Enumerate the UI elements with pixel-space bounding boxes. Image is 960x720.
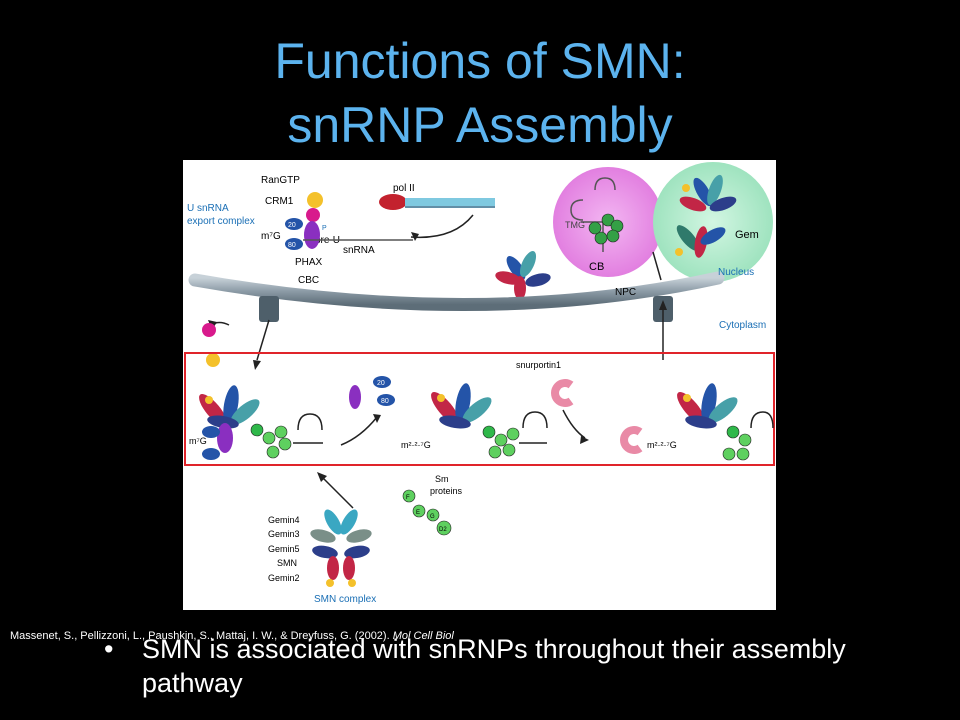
rangtp-protein [307,192,323,208]
label-cb: CB [589,261,604,273]
label-gemin5: Gemin5 [268,544,300,554]
released-cbp20 [373,376,391,388]
cbp20-label: 20 [288,222,296,229]
label-sm-2: proteins [430,486,463,496]
assembly-highlight-box [184,352,775,466]
label-gemin3: Gemin3 [268,529,300,539]
sm-letter-e: E [416,510,420,516]
label-gem: Gem [735,229,759,241]
label-smn: SMN [277,558,297,568]
crm1-protein [306,208,320,222]
nuclear-envelope [188,271,725,311]
slide-title-line2: snRNP Assembly [287,97,673,153]
cbp80-protein [285,238,303,250]
stage2-complex [431,383,548,459]
released-crm1 [202,323,216,337]
stage1-complex [199,385,323,460]
free-sm-proteins [402,489,452,536]
bullet-marker: • [104,634,114,664]
stage3-complex [677,383,774,461]
cb-sm-ring [588,213,624,245]
label-npc: NPC [615,287,636,298]
label-m7g: m⁷G [261,231,281,242]
label-m227g-stage3: m²·²·⁷G [647,440,677,450]
label-smn-complex: SMN complex [314,594,376,605]
assembly-diagram: RanGTP CRM1 U snRNA export complex m⁷G p… [184,162,775,605]
released-cbp80-label: 80 [381,398,389,405]
label-m7g-stage1: m⁷G [189,436,207,446]
transcription-arrow [410,214,474,239]
slide-title-line1: Functions of SMN: [274,33,686,89]
label-tmg: TMG [565,220,585,230]
npc-left [259,296,279,322]
label-m227g-stage2: m²·²·⁷G [401,440,431,450]
sm-letter-g: G [430,514,435,520]
label-snurportin: snurportin1 [516,360,561,370]
pol2-enzyme [379,194,407,210]
label-sm-1: Sm [435,474,449,484]
label-crm1: CRM1 [265,196,294,207]
cbp20-protein [285,218,303,230]
label-nucleus: Nucleus [718,267,754,278]
label-rangtp: RanGTP [261,175,300,186]
label-export-2: export complex [187,216,255,227]
phax-protein [304,221,320,249]
citation-journal: Mol Cell Biol [392,630,454,642]
citation-authors: Massenet, S., Pellizzoni, L., Paushkin, … [10,630,390,642]
smn-to-snrnp-arrow [322,477,354,509]
phospho-label: P [322,225,327,232]
released-phax [349,385,361,409]
snurportin-protein [551,379,574,407]
label-cbc: CBC [298,275,319,286]
smn-complex [310,509,372,587]
bullet-text: SMN is associated with snRNPs throughout… [142,634,846,698]
released-cbp80 [377,394,395,406]
label-export-1: U snRNA [187,203,229,214]
label-cytoplasm: Cytoplasm [719,320,766,331]
gem-smn-complex-1 [679,174,737,212]
citation: Massenet, S., Pellizzoni, L., Paushkin, … [10,630,454,642]
snurportin-bound [620,426,643,454]
released-cbp20-label: 20 [377,380,385,387]
dna-template [405,198,495,206]
gem-smn-complex-2 [675,225,726,258]
snrnp-assembly-figure: RanGTP CRM1 U snRNA export complex m⁷G p… [183,160,776,610]
cbp80-label: 80 [288,242,296,249]
gem-body [653,162,773,282]
sm-letter-d2: D2 [439,527,447,533]
snurportin-arrow [562,409,586,439]
released-rangtp [206,353,220,367]
label-phax: PHAX [295,257,323,268]
release-arrow [340,416,378,446]
label-pol2: pol II [393,183,415,194]
sm-letter-f: F [406,495,410,501]
label-gemin2: Gemin2 [268,573,300,583]
label-gemin4: Gemin4 [268,515,300,525]
label-snrna: snRNA [343,245,375,256]
